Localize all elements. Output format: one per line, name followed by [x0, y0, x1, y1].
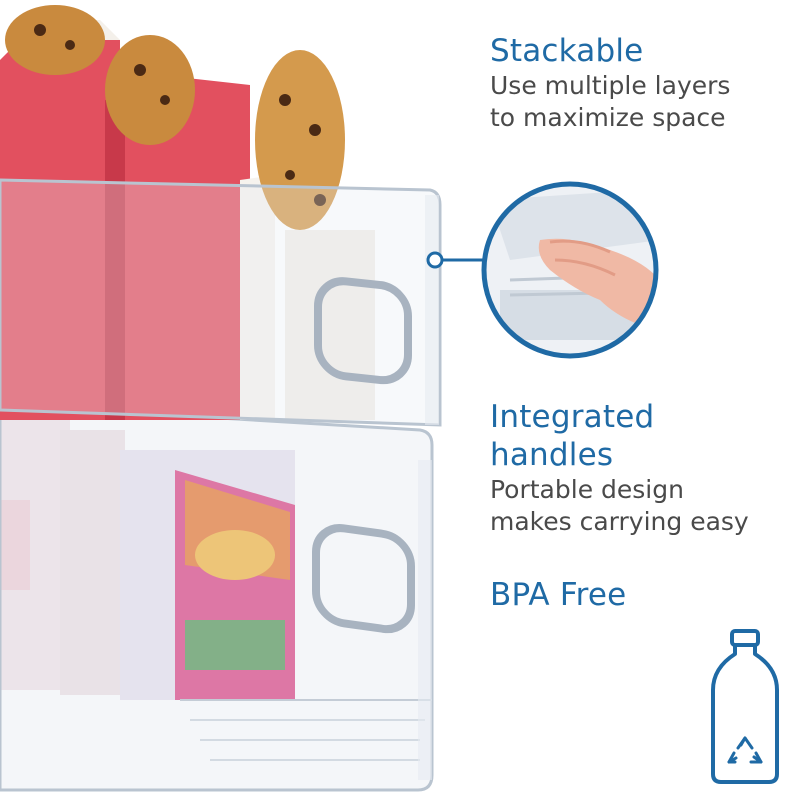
bottle-recycle-icon: [705, 628, 785, 786]
feature-stackable-desc-2: to maximize space: [490, 103, 726, 132]
feature-bpa-free: BPA Free: [490, 576, 626, 614]
feature-stackable-title: Stackable: [490, 33, 644, 69]
feature-handles-title-1: Integrated: [490, 399, 655, 435]
feature-bpa-title: BPA Free: [490, 577, 627, 613]
feature-stackable-desc-1: Use multiple layers: [490, 71, 731, 100]
feature-stackable: Stackable Use multiple layers to maximiz…: [490, 32, 730, 134]
feature-handles-desc-1: Portable design: [490, 475, 684, 504]
upper-bin: [0, 5, 442, 427]
feature-handles-title-2: handles: [490, 437, 614, 473]
feature-handles: Integrated handles Portable design makes…: [490, 398, 749, 538]
feature-handles-desc-2: makes carrying easy: [490, 507, 749, 536]
handle-closeup: [480, 180, 660, 360]
recycle-icon: [727, 736, 763, 764]
product-photo: [0, 5, 442, 792]
lower-bin: [0, 403, 434, 792]
